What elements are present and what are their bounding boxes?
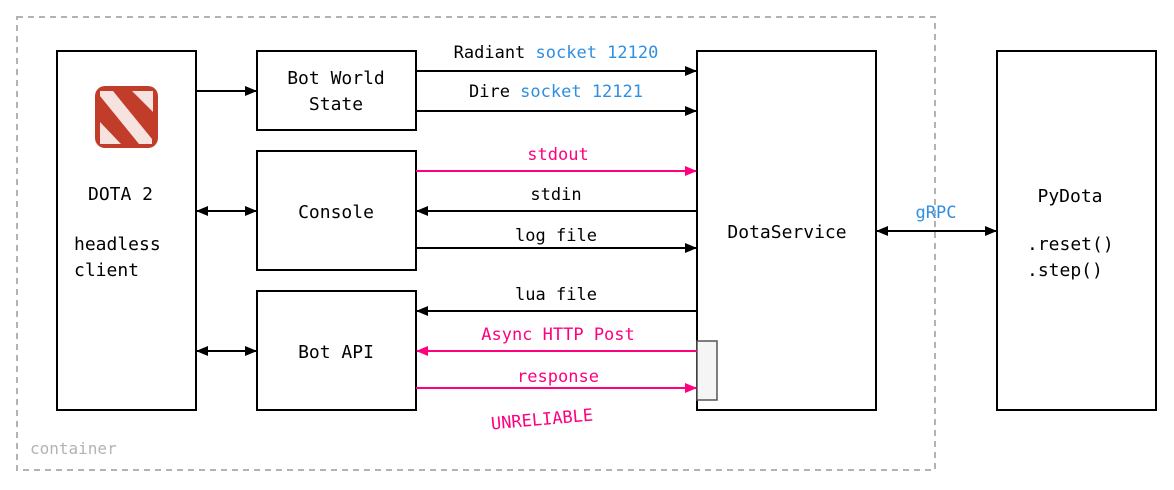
dire-socket-label: Dire socket 12121 [469, 82, 643, 102]
bot-world-state-line1: Bot World [287, 68, 385, 89]
dota2-subtitle-line1: headless [74, 234, 161, 255]
pydota-reset-method: .reset() [1027, 234, 1114, 255]
response-label: response [517, 367, 599, 387]
dotaservice-label: DotaService [727, 222, 846, 243]
unreliable-label: UNRELIABLE [490, 406, 594, 435]
lua-file-label: lua file [515, 285, 597, 305]
dota2-subtitle-line2: client [74, 260, 139, 281]
dota2-logo-icon [95, 86, 158, 148]
radiant-socket-port: socket 12120 [536, 43, 659, 63]
async-http-post-label: Async HTTP Post [481, 325, 635, 345]
stdin-label: stdin [530, 185, 581, 205]
container-boundary [16, 16, 936, 471]
pydota-box [996, 50, 1157, 411]
stdout-label: stdout [527, 145, 588, 165]
radiant-socket-label: Radiant socket 12120 [454, 43, 659, 63]
bot-api-label: Bot API [298, 342, 374, 363]
grpc-label: gRPC [916, 203, 957, 223]
pydota-step-method: .step() [1027, 260, 1103, 281]
dire-label: Dire [469, 82, 520, 102]
console-label: Console [298, 202, 374, 223]
bot-world-state-box [256, 50, 417, 131]
log-file-label: log file [515, 226, 597, 246]
container-label: container [30, 439, 117, 458]
dotaservice-box [696, 50, 877, 411]
dota2-title: DOTA 2 [88, 184, 153, 205]
pydota-title: PyDota [1037, 186, 1102, 207]
bot-world-state-line2: State [309, 94, 363, 115]
dire-socket-port: socket 12121 [520, 82, 643, 102]
http-endpoint-block [696, 340, 718, 401]
radiant-label: Radiant [454, 43, 536, 63]
